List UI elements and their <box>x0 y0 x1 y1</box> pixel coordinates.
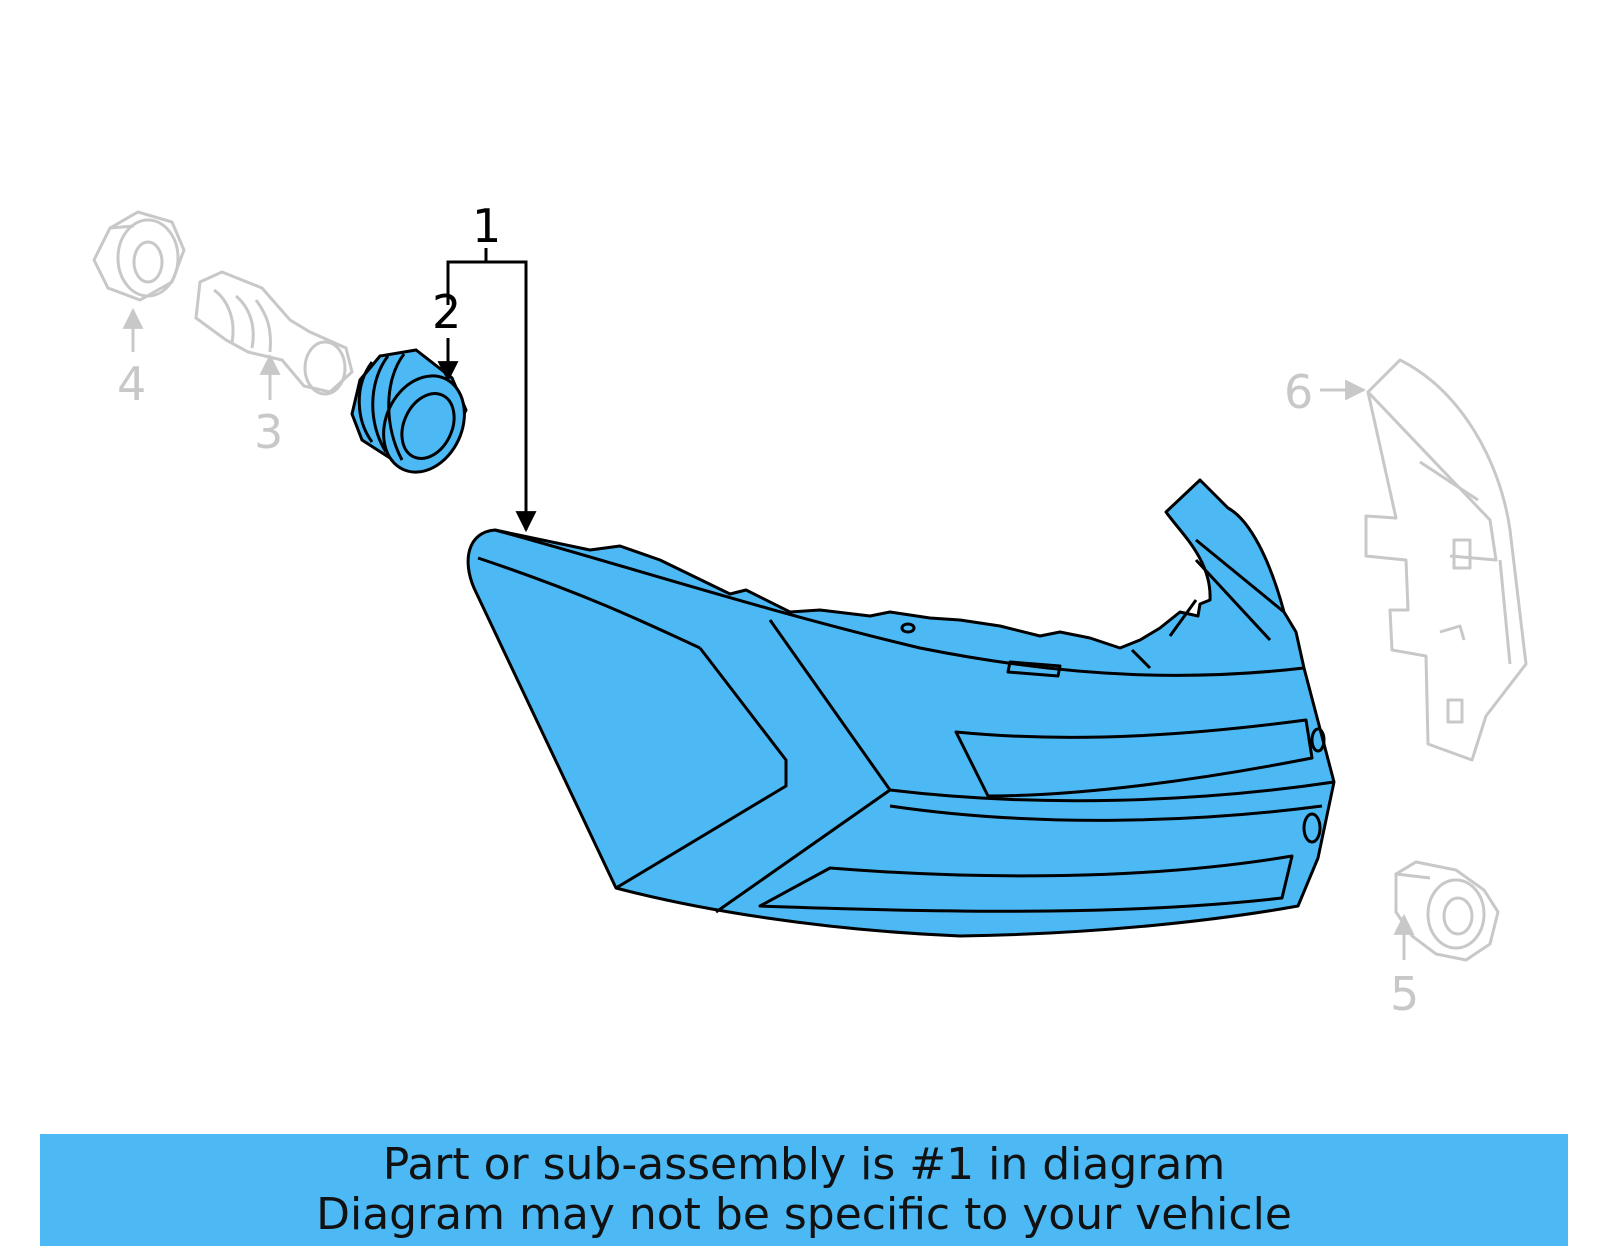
part-4-nut <box>92 210 186 302</box>
part-5-fastener <box>1394 860 1500 962</box>
disclaimer-banner: Part or sub-assembly is #1 in diagram Di… <box>40 1134 1568 1246</box>
part-1-tail-lamp <box>466 478 1336 938</box>
part-3-bulb <box>194 270 354 396</box>
callout-6: 6 <box>1284 365 1313 419</box>
banner-line-2: Diagram may not be specific to your vehi… <box>316 1189 1292 1240</box>
callout-3: 3 <box>254 405 283 459</box>
banner-line-1: Part or sub-assembly is #1 in diagram <box>382 1139 1226 1190</box>
part-6-bracket <box>1364 358 1528 762</box>
callout-5: 5 <box>1390 967 1419 1021</box>
callout-2: 2 <box>432 285 461 339</box>
callout-4: 4 <box>117 357 146 411</box>
callout-1: 1 <box>472 199 501 253</box>
callout-1-2-leader <box>437 248 537 533</box>
banner-background <box>40 1134 1568 1246</box>
part-2-socket <box>350 348 468 474</box>
